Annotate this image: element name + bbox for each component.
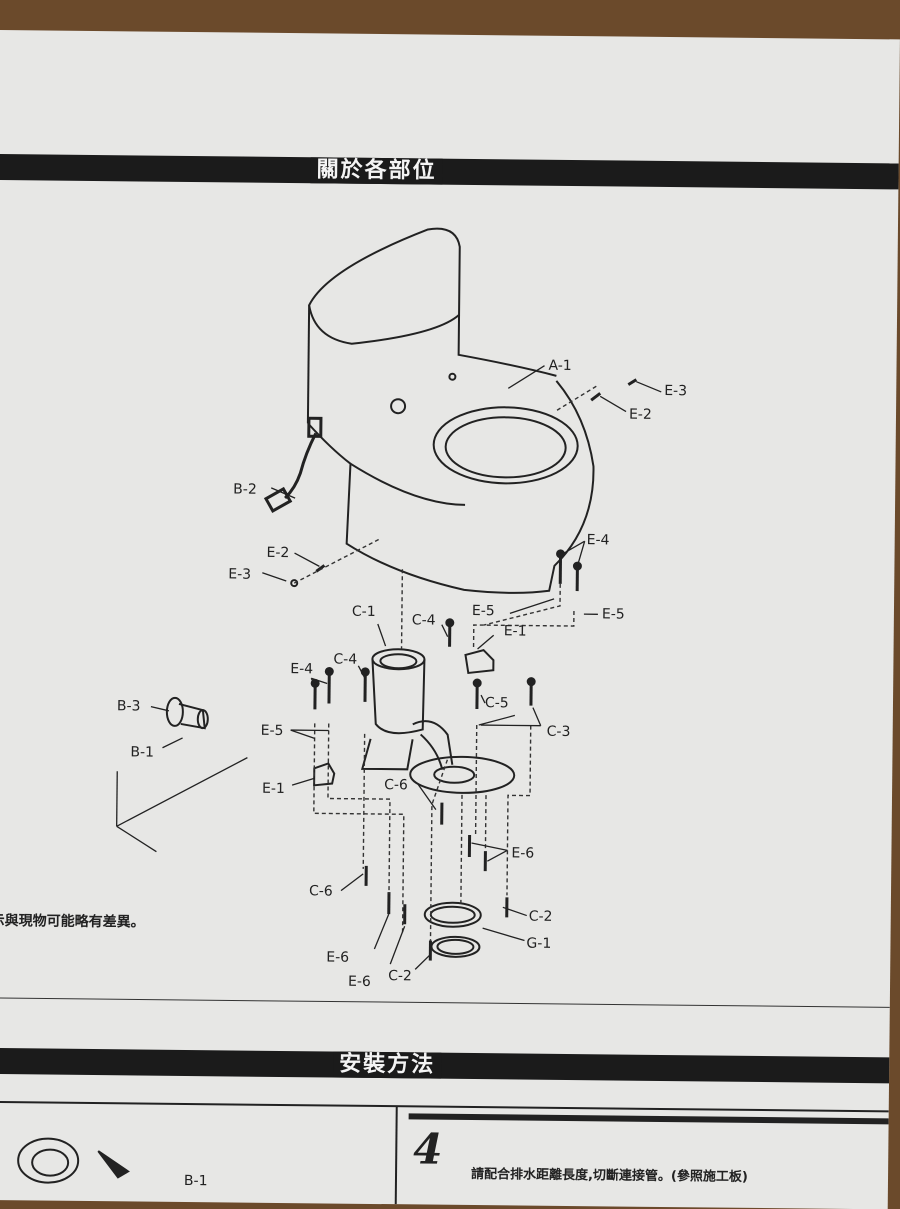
label-e6-left-a: E-6: [326, 949, 349, 965]
label-e5-right-b: E-5: [602, 606, 625, 622]
label-c4-left: C-4: [333, 652, 357, 668]
label-e6-left-b: E-6: [348, 974, 371, 990]
divider-line: [0, 998, 890, 1007]
step-instruction: 請配合排水距離長度,切斷連接管。(參照施工板): [471, 1163, 748, 1185]
label-e6-right: E-6: [511, 845, 534, 861]
section-title-install: 安裝方法: [333, 1052, 441, 1079]
label-e2-left: E-2: [266, 545, 289, 561]
label-e1-right: E-1: [504, 623, 527, 639]
label-c5: C-5: [485, 695, 509, 711]
label-c4-top: C-4: [412, 612, 436, 628]
label-b2: B-2: [233, 481, 257, 497]
label-c6-mid: C-6: [384, 777, 408, 793]
label-c6-left: C-6: [309, 883, 333, 899]
step-number: 4: [413, 1124, 443, 1173]
label-a1: A-1: [548, 358, 571, 374]
label-e4-left: E-4: [290, 661, 313, 677]
label-c1: C-1: [352, 604, 376, 620]
label-e1-left: E-1: [262, 781, 285, 797]
label-c2-right: C-2: [529, 909, 553, 925]
parts-diagram: A-1 E-3 E-2 B-2 E-2 E-3 E-4 E-5 E-5 E-1 …: [0, 30, 900, 1209]
label-step-partial: B-1: [184, 1173, 208, 1189]
toilet-illustration: [306, 227, 596, 593]
label-b3: B-3: [117, 698, 141, 714]
manual-page: 關於各部位: [0, 30, 900, 1209]
label-e4-right: E-4: [587, 532, 610, 548]
label-e3-top: E-3: [664, 383, 687, 399]
label-g1: G-1: [526, 936, 551, 952]
drain-assembly: [164, 647, 515, 958]
label-e5-left: E-5: [261, 723, 284, 739]
label-e3-left: E-3: [228, 566, 251, 582]
label-c3: C-3: [547, 724, 571, 740]
label-e2-top: E-2: [629, 407, 652, 423]
label-e5-right-a: E-5: [472, 603, 495, 619]
disclaimer-note: 示與現物可能略有差異。: [0, 910, 145, 932]
part-labels: A-1 E-3 E-2 B-2 E-2 E-3 E-4 E-5 E-5 E-1 …: [114, 353, 687, 993]
label-c2-bottom: C-2: [388, 968, 412, 984]
step-partial-illustration: [0, 1102, 889, 1209]
label-b1: B-1: [130, 744, 154, 760]
